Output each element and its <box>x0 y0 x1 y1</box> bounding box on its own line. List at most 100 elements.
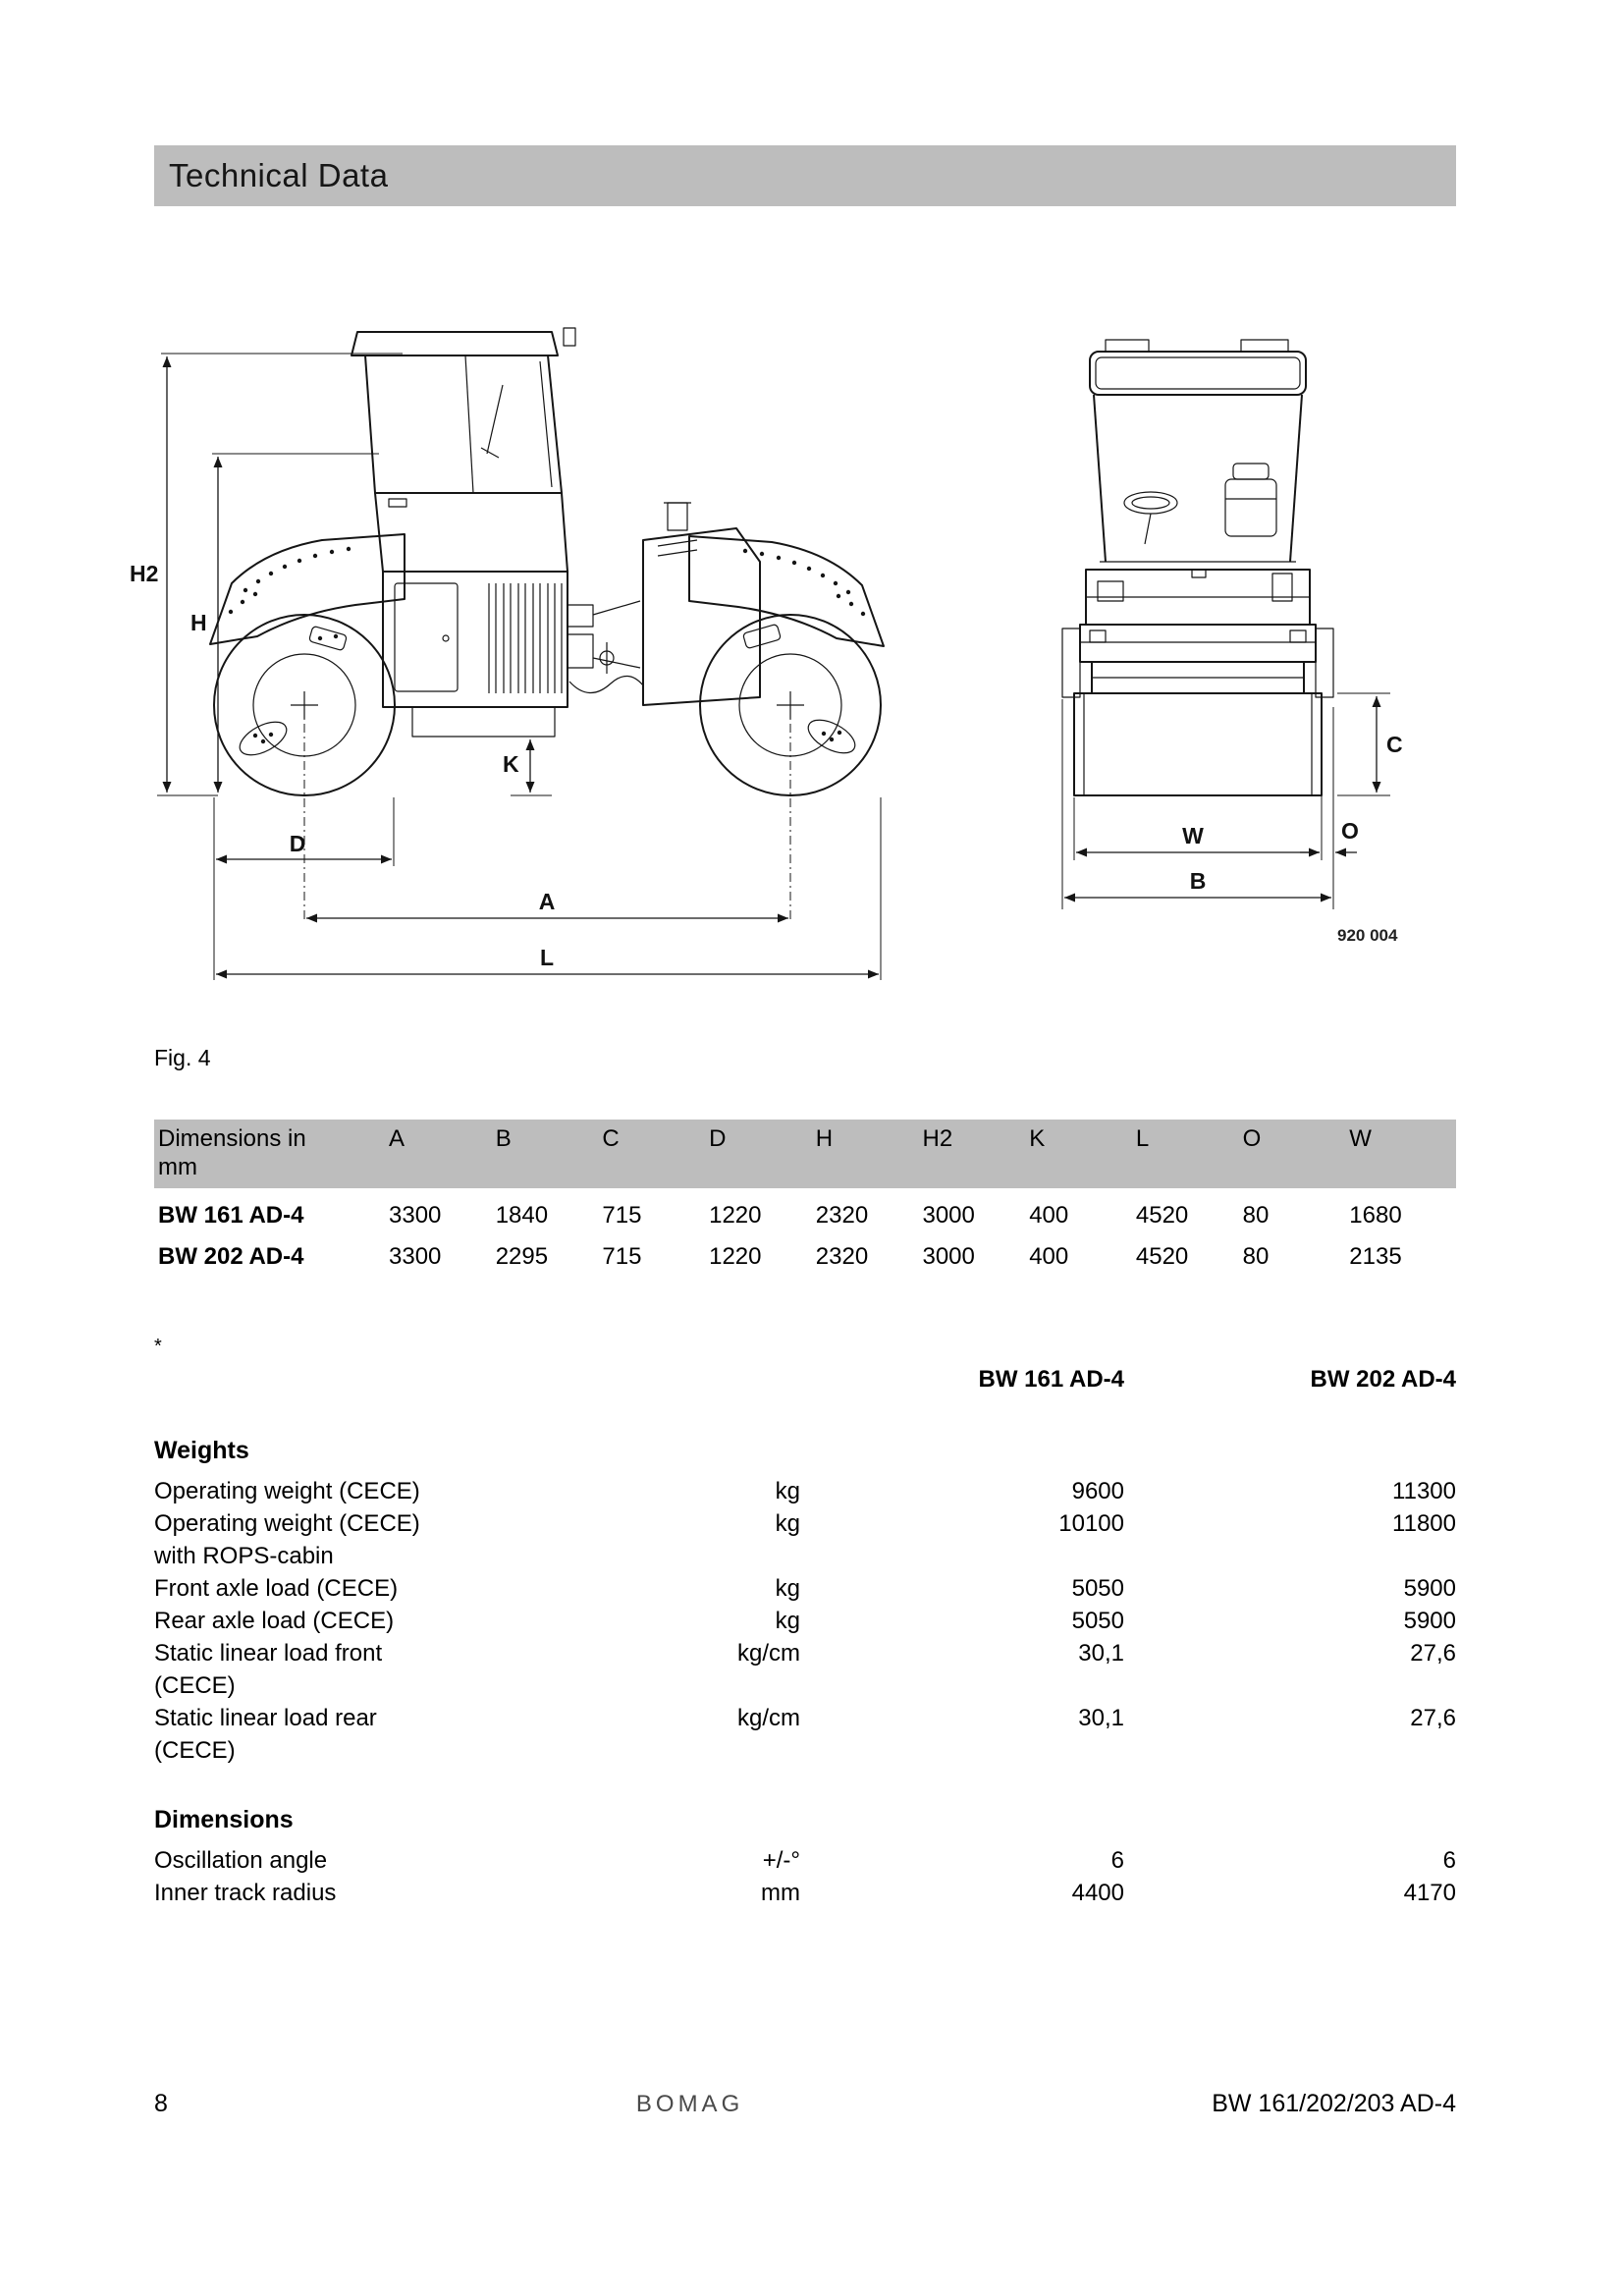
spec-row: Rear axle load (CECE) kg 5050 5900 <box>154 1605 1456 1637</box>
spec-row: Front axle load (CECE) kg 5050 5900 <box>154 1572 1456 1605</box>
dim-value: 2295 <box>495 1243 549 1270</box>
spec-row: Inner track radius mm 4400 4170 <box>154 1877 1456 1909</box>
dim-label-w: W <box>1182 823 1204 848</box>
table-row: BW 202 AD-4 3300 2295 715 1220 2320 3000… <box>154 1230 1456 1271</box>
spec-value: 4400 <box>1071 1880 1124 1906</box>
dim-value: 715 <box>602 1243 642 1270</box>
dim-value: 4520 <box>1135 1202 1189 1229</box>
spec-unit: kg <box>775 1575 800 1602</box>
spec-value: 9600 <box>1071 1478 1124 1504</box>
dim-label-l: L <box>540 945 554 970</box>
spec-value: 27,6 <box>1410 1705 1456 1731</box>
dim-value: 400 <box>1029 1202 1069 1229</box>
rivet-dots-left <box>228 546 351 615</box>
dim-value: 1220 <box>709 1243 762 1270</box>
dim-label-k: K <box>503 751 519 777</box>
dim-col-header: Dimensions in mm <box>158 1125 306 1180</box>
dim-value: 2320 <box>815 1243 869 1270</box>
dimension-h2: H2 <box>130 353 403 796</box>
spec-label: Front axle load (CECE) <box>154 1575 399 1602</box>
dim-col-header: D <box>709 1125 727 1152</box>
dim-col-header: O <box>1242 1125 1262 1152</box>
spec-unit: mm <box>761 1880 800 1906</box>
spec-label: Inner track radius <box>154 1880 337 1906</box>
dim-value: 2320 <box>815 1202 869 1229</box>
dim-col-header: C <box>602 1125 620 1152</box>
spec-unit: kg <box>775 1510 800 1537</box>
dim-value: 2135 <box>1349 1243 1402 1270</box>
dimension-b: B <box>1061 699 1331 909</box>
dim-col-header: B <box>495 1125 512 1152</box>
dim-value: 715 <box>602 1202 642 1229</box>
dimension-h: H <box>190 453 379 793</box>
dim-col-header: H <box>815 1125 834 1152</box>
spec-label: Operating weight (CECE) <box>154 1478 420 1504</box>
dim-label-h: H <box>190 610 207 635</box>
spec-unit: kg <box>775 1478 800 1504</box>
figure-caption: Fig. 4 <box>154 1045 211 1070</box>
dimensions-table-header: Dimensions in mm A B C D H H2 K L O W <box>154 1120 1456 1188</box>
spec-value: 5900 <box>1403 1575 1456 1602</box>
spec-value: 27,6 <box>1410 1640 1456 1667</box>
dim-label-c: C <box>1386 732 1403 757</box>
dim-label-b: B <box>1190 868 1207 894</box>
spec-label: Rear axle load (CECE) <box>154 1608 395 1634</box>
section-title-weights: Weights <box>154 1437 249 1464</box>
side-view-drawing: H2 H K D <box>130 327 885 980</box>
dimension-o: O <box>1300 707 1359 909</box>
spec-row: Static linear load front (CECE) kg/cm 30… <box>154 1637 1456 1702</box>
spec-value: 6 <box>1110 1847 1124 1874</box>
dim-value: 3300 <box>389 1202 442 1229</box>
spec-row: Operating weight (CECE) with ROPS-cabin … <box>154 1507 1456 1572</box>
spec-label: Oscillation angle <box>154 1847 328 1874</box>
page-number: 8 <box>154 2090 168 2117</box>
footnote-marker: * <box>154 1336 162 1357</box>
dim-label-h2: H2 <box>130 561 158 586</box>
dim-value: 1840 <box>495 1202 549 1229</box>
model-name: BW 161 AD-4 <box>158 1202 304 1229</box>
page-footer: 8 BOMAG BW 161/202/203 AD-4 <box>154 2090 1456 2118</box>
dim-value: 80 <box>1242 1202 1270 1229</box>
dim-value: 3000 <box>922 1202 975 1229</box>
drawing-ref-number: 920 004 <box>1337 926 1398 945</box>
spec-value: 5050 <box>1071 1575 1124 1602</box>
section-title-dimensions: Dimensions <box>154 1806 294 1833</box>
dim-value: 1220 <box>709 1202 762 1229</box>
dim-col-header: H2 <box>922 1125 953 1152</box>
spec-value: 5900 <box>1403 1608 1456 1634</box>
spec-column-headers: BW 161 AD-4 BW 202 AD-4 <box>154 1363 1456 1395</box>
brand-name: BOMAG <box>635 2091 744 2117</box>
spec-label: Operating weight (CECE) with ROPS-cabin <box>154 1510 420 1569</box>
dimension-w: W <box>1073 707 1323 860</box>
spec-label: Static linear load front (CECE) <box>154 1640 383 1699</box>
spec-col-model-1: BW 161 AD-4 <box>978 1366 1124 1393</box>
document-reference: BW 161/202/203 AD-4 <box>1212 2090 1456 2117</box>
spec-unit: +/-° <box>762 1847 800 1874</box>
spec-unit: kg/cm <box>736 1640 800 1667</box>
dimensions-table: Dimensions in mm A B C D H H2 K L O W BW… <box>154 1120 1456 1271</box>
dim-col-header: A <box>389 1125 406 1152</box>
model-name: BW 202 AD-4 <box>158 1243 304 1270</box>
spec-value: 5050 <box>1071 1608 1124 1634</box>
dimension-a: A <box>303 705 791 923</box>
dim-label-o: O <box>1341 818 1359 844</box>
dim-col-header: L <box>1135 1125 1150 1152</box>
dimension-l: L <box>216 797 882 980</box>
dim-col-header: K <box>1029 1125 1046 1152</box>
front-view-drawing: C W O <box>1061 339 1403 945</box>
table-row: BW 161 AD-4 3300 1840 715 1220 2320 3000… <box>154 1188 1456 1230</box>
dim-col-header: W <box>1349 1125 1372 1152</box>
spec-row: Operating weight (CECE) kg 9600 11300 <box>154 1475 1456 1507</box>
dim-value: 400 <box>1029 1243 1069 1270</box>
dim-value: 3300 <box>389 1243 442 1270</box>
dim-value: 1680 <box>1349 1202 1402 1229</box>
technical-drawing: H2 H K D <box>130 327 1403 980</box>
spec-value: 10100 <box>1058 1510 1124 1537</box>
spec-block: * BW 161 AD-4 BW 202 AD-4 Weights Operat… <box>154 1334 1456 1909</box>
rivet-dots-right <box>742 548 866 617</box>
spec-value: 11300 <box>1392 1478 1456 1504</box>
dim-label-d: D <box>290 831 306 856</box>
spec-value: 30,1 <box>1078 1640 1124 1667</box>
dimension-c: C <box>1337 692 1403 796</box>
